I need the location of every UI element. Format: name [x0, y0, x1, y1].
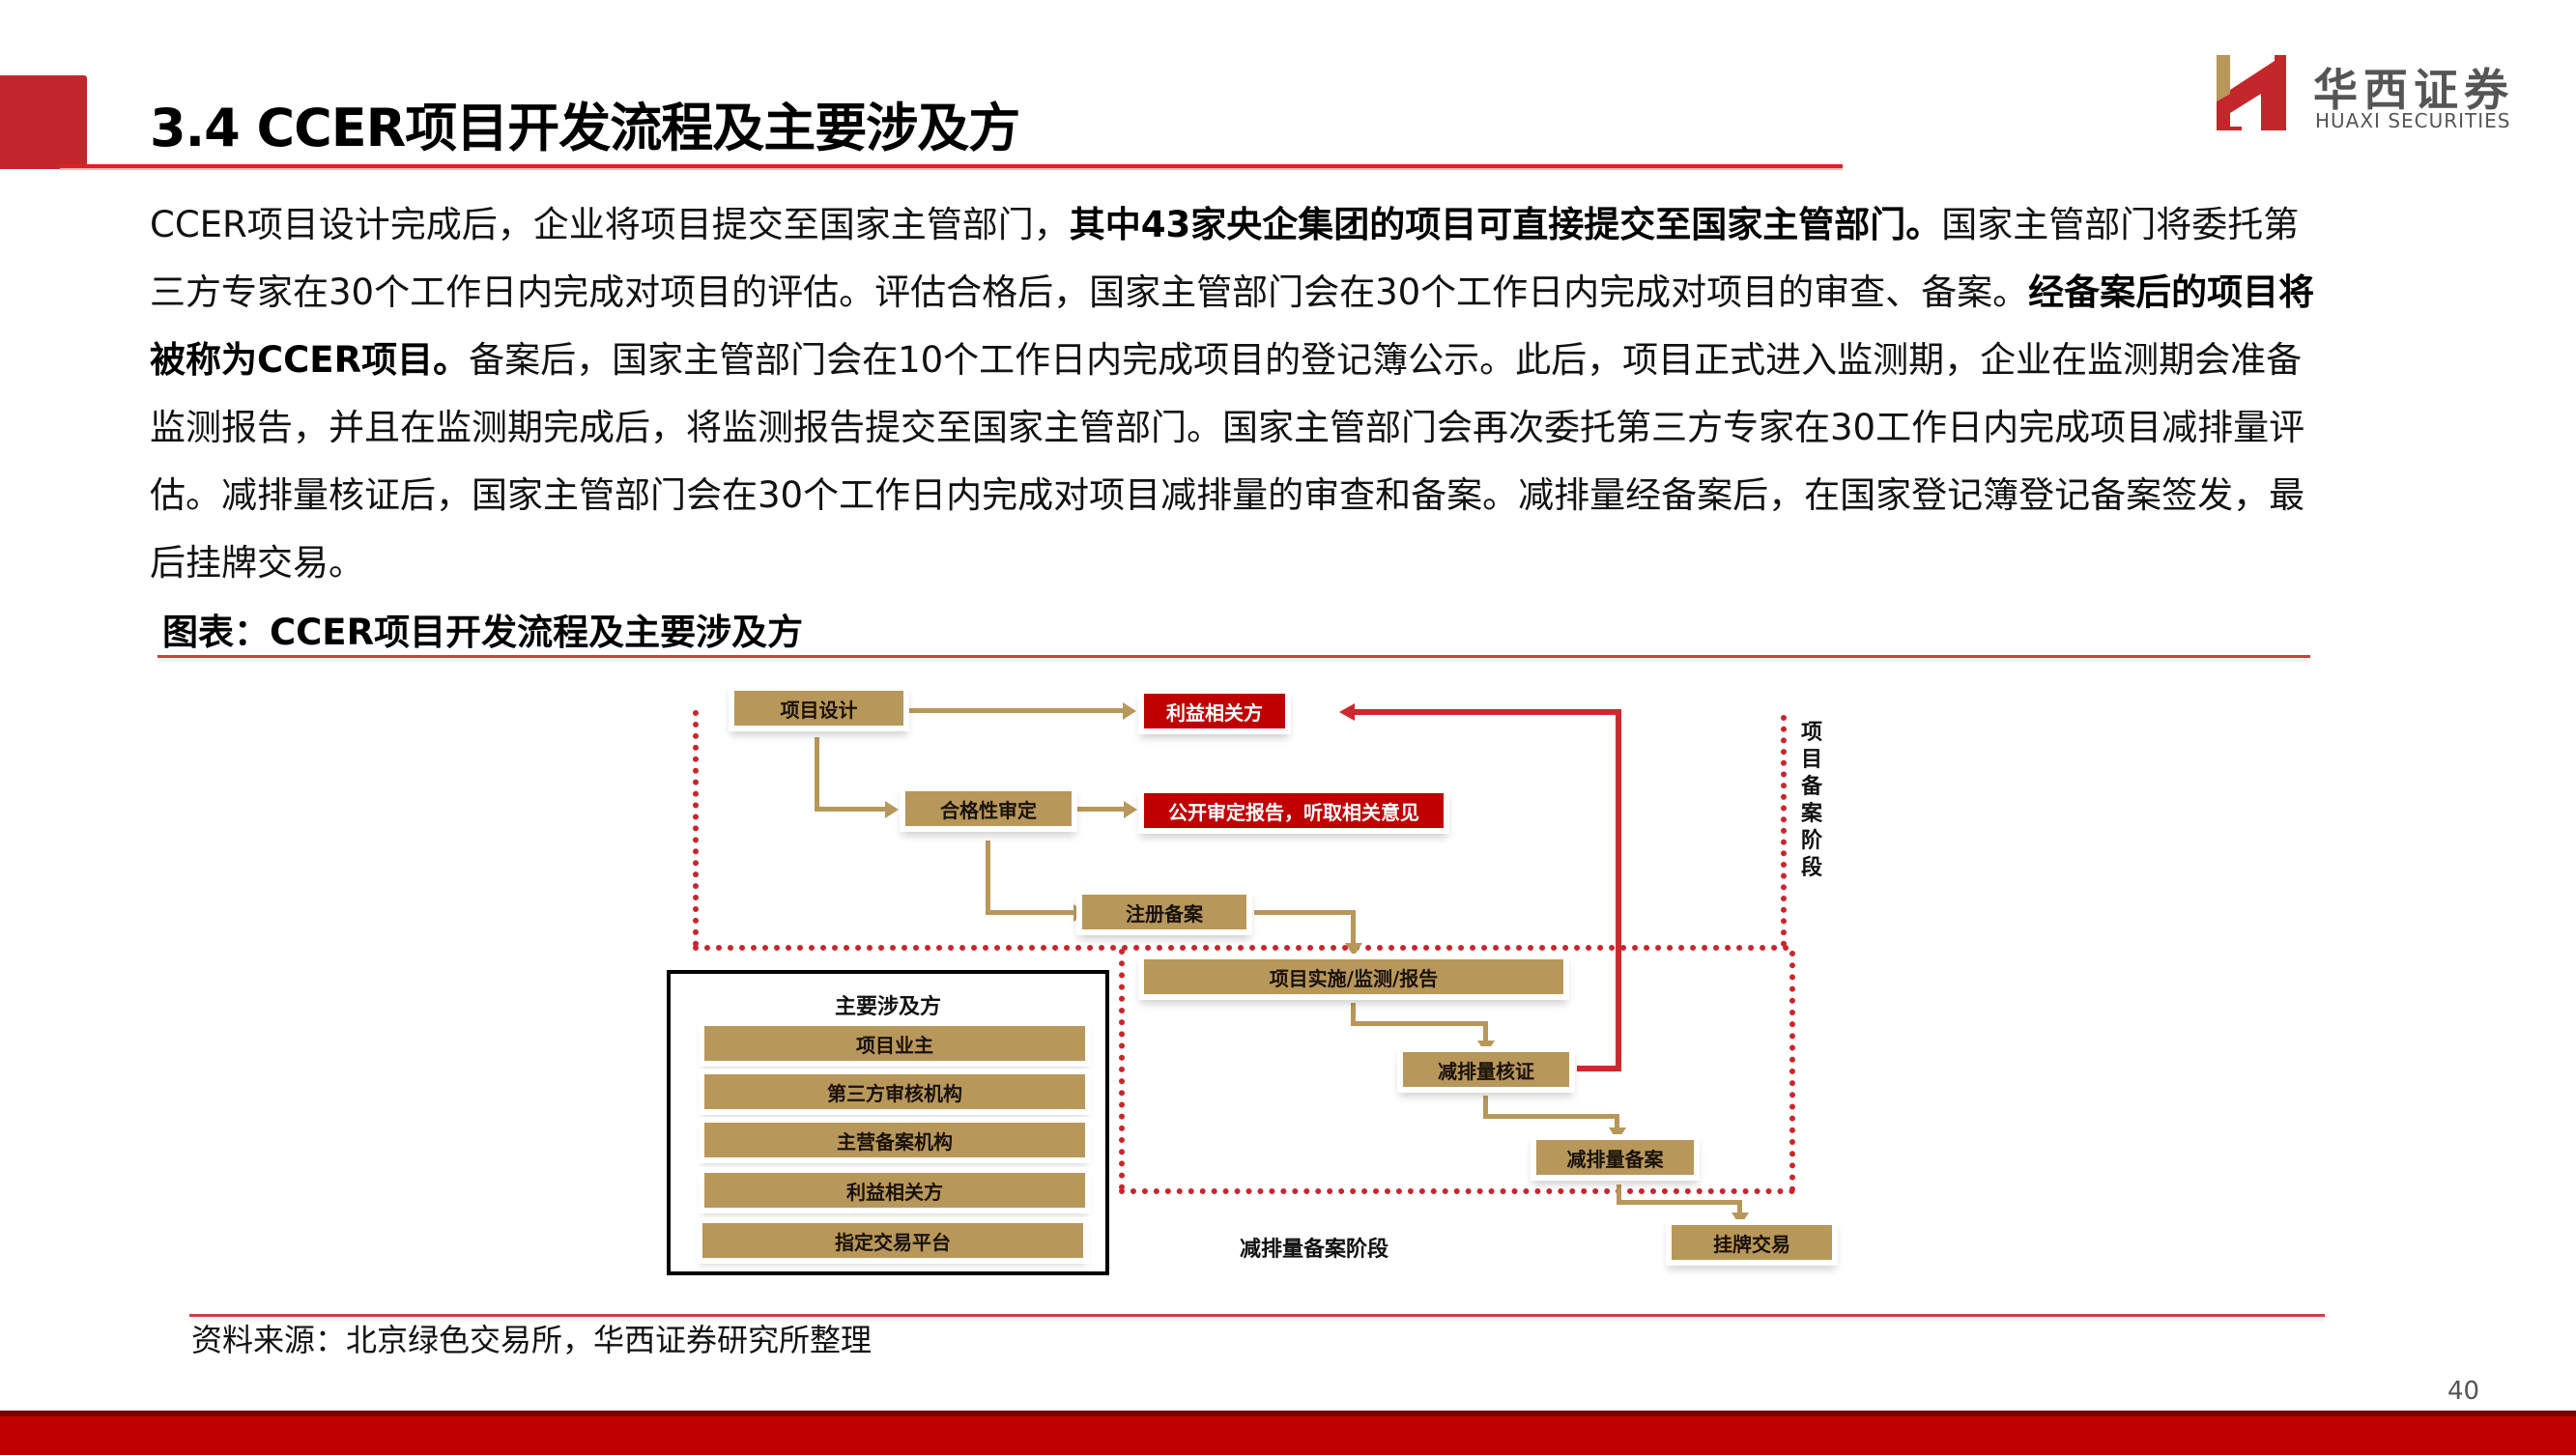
project-stage-border-right: [1781, 715, 1787, 947]
project-stage-border-bottom: [693, 945, 1789, 951]
title-underline: [60, 164, 1843, 170]
node-verification: 减排量核证: [1397, 1046, 1575, 1093]
node-public-report: 公开审定报告，听取相关意见: [1138, 787, 1449, 834]
arrow-right-icon: [885, 801, 899, 818]
node-eligibility-review: 合格性审定: [900, 785, 1077, 832]
body-segment-bold: 其中43家央企集团的项目可直接提交至国家主管部门。: [1069, 204, 1942, 245]
connector-line: [986, 841, 990, 915]
party-item: 主营备案机构: [699, 1117, 1091, 1163]
logo-name-cn: 华西证券: [2313, 64, 2514, 116]
node-project-design: 项目设计: [729, 685, 909, 731]
stage-label-project-filing: 项目备案阶段: [1800, 721, 1822, 880]
arrow-down-icon: [1732, 1212, 1749, 1226]
arrow-right-icon: [1123, 702, 1136, 720]
connector-line: [815, 737, 819, 812]
connector-line: [1351, 1003, 1356, 1026]
arrow-right-icon: [1124, 801, 1137, 818]
connector-line: [1615, 1114, 1619, 1131]
body-segment-bold: 经备案后的项目将被称为CCER项目。: [150, 271, 2315, 381]
connector-line: [1483, 1114, 1618, 1119]
stage-label-reduction-filing: 减排量备案阶段: [1240, 1238, 1389, 1262]
feedback-line: [1355, 709, 1621, 715]
connector-line: [1483, 1021, 1488, 1044]
arrow-down-icon: [1477, 1041, 1495, 1054]
body-segment: 国家主管部门将委托第三方专家在30个工作日内完成对项目的评估。评估合格后，国家主…: [150, 204, 2300, 313]
connector-line: [1617, 1200, 1742, 1205]
connector-line: [1617, 1184, 1621, 1204]
arrow-down-icon: [1345, 943, 1362, 956]
node-listing-trading: 挂牌交易: [1666, 1219, 1838, 1266]
logo-name-en: HUAXI SECURITIES: [2315, 109, 2511, 132]
node-reduction-filing: 减排量备案: [1531, 1134, 1700, 1181]
node-registration: 注册备案: [1076, 889, 1252, 935]
page-title: 3.4 CCER项目开发流程及主要涉及方: [150, 98, 1020, 158]
party-item: 项目业主: [699, 1020, 1091, 1067]
figure-caption: 图表：CCER项目开发流程及主要涉及方: [162, 612, 804, 653]
caption-underline: [157, 655, 2310, 658]
connector-line: [1254, 910, 1356, 915]
body-paragraph: CCER项目设计完成后，企业将项目提交至国家主管部门，其中43家央企集团的项目可…: [150, 191, 2324, 597]
feedback-line: [1616, 709, 1621, 1071]
huaxi-logo-icon: [2217, 55, 2286, 130]
parties-title: 主要涉及方: [834, 995, 941, 1019]
project-stage-border-left: [693, 710, 699, 947]
party-item: 第三方审核机构: [699, 1069, 1091, 1115]
connector-line: [1351, 910, 1356, 946]
reduction-stage-border-bottom: [1119, 1188, 1795, 1194]
feedback-line: [1577, 1066, 1620, 1071]
main-parties-panel: 主要涉及方 项目业主 第三方审核机构 主营备案机构 利益相关方 指定交易平台: [667, 970, 1109, 1275]
node-stakeholders: 利益相关方: [1138, 688, 1291, 734]
connector-line: [1737, 1200, 1742, 1215]
connector-line: [1077, 807, 1126, 812]
company-logo: 华西证券 HUAXI SECURITIES: [2215, 53, 2533, 140]
connector-line: [1483, 1096, 1488, 1119]
header-accent-tab: [0, 75, 87, 169]
body-segment: 备案后，国家主管部门会在10个工作日内完成项目的登记簿公示。此后，项目正式进入监…: [150, 339, 2305, 584]
reduction-stage-border-right: [1789, 951, 1795, 1192]
source-divider: [189, 1314, 2325, 1317]
party-item: 指定交易平台: [697, 1217, 1089, 1264]
connector-line: [815, 807, 887, 812]
node-implementation: 项目实施/监测/报告: [1138, 954, 1569, 1000]
page-number: 40: [2447, 1377, 2480, 1406]
arrow-down-icon: [1609, 1127, 1626, 1141]
arrow-left-icon: [1339, 703, 1355, 721]
connector-line: [1351, 1021, 1488, 1026]
source-note: 资料来源：北京绿色交易所，华西证券研究所整理: [191, 1322, 873, 1358]
party-item: 利益相关方: [699, 1167, 1091, 1213]
reduction-stage-border-left: [1119, 949, 1125, 1190]
connector-line: [906, 708, 1124, 713]
connector-line: [986, 910, 1075, 915]
footer-bar: [0, 1411, 2576, 1455]
body-segment: CCER项目设计完成后，企业将项目提交至国家主管部门，: [150, 204, 1070, 245]
